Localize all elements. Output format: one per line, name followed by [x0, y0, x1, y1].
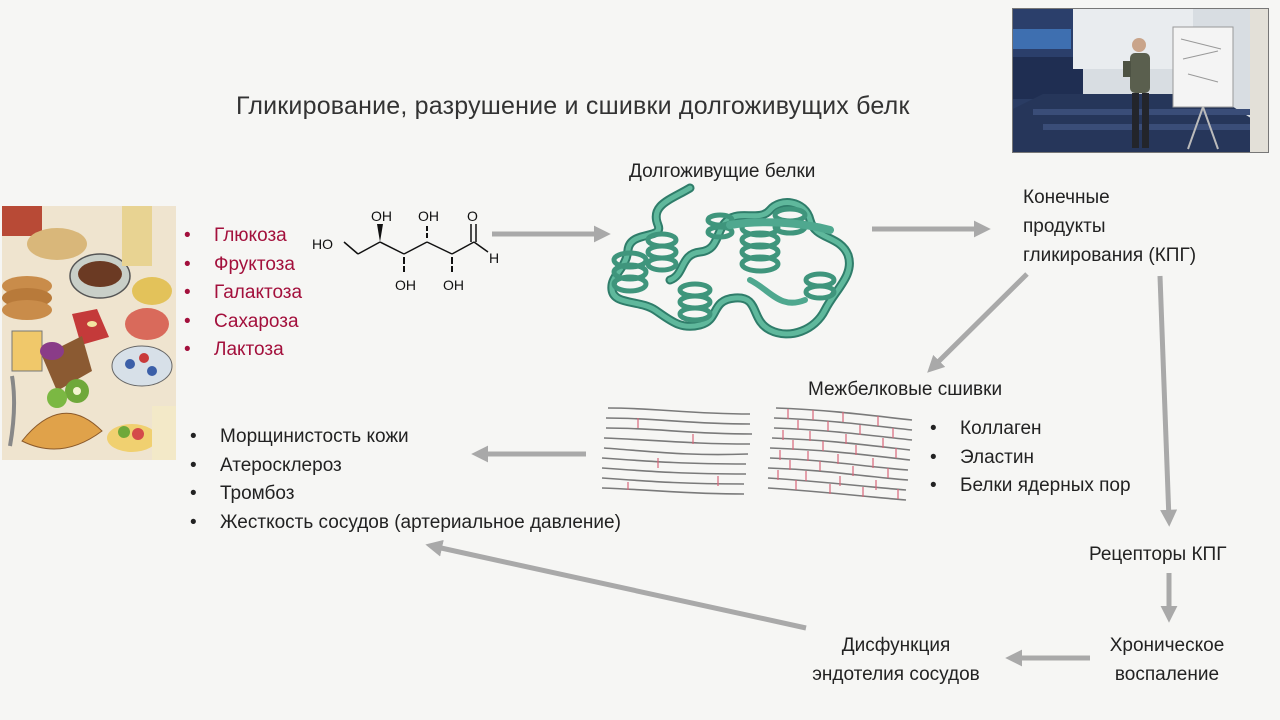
list-item: Жесткость сосудов (артериальное давление… [188, 509, 621, 538]
list-item: Сахароза [182, 308, 302, 337]
list-item: Белки ядерных пор [928, 472, 1131, 501]
speaker-video-overlay[interactable] [1012, 8, 1269, 153]
consequences-list: Морщинистость кожи Атеросклероз Тромбоз … [188, 423, 621, 537]
list-item: Тромбоз [188, 480, 621, 509]
crosslinked-fibers-illustration [601, 407, 913, 501]
list-item: Глюкоза [182, 222, 302, 251]
hydrogen-label: H [489, 250, 499, 266]
list-item: Морщинистость кожи [188, 423, 621, 452]
receptors-label: Рецепторы КПГ [1089, 544, 1227, 565]
list-item: Коллаген [928, 415, 1131, 444]
hydroxyl-label: OH [443, 277, 464, 293]
crosslink-proteins-list: Коллаген Эластин Белки ядерных пор [928, 415, 1131, 501]
proteins-label: Долгоживущие белки [629, 161, 816, 182]
oxygen-label: O [467, 208, 478, 224]
arrow [425, 539, 807, 631]
age-label: Конечные продукты гликирования (КПГ) [1023, 187, 1197, 266]
hydroxyl-label: HO [312, 236, 333, 252]
protein-structure-illustration [607, 183, 854, 339]
list-item: Эластин [928, 444, 1131, 473]
endothelial-dysfunction-label: Дисфункция эндотелия сосудов [812, 635, 980, 685]
arrow [1157, 275, 1178, 527]
glucose-molecule: HO OH OH OH OH O H [312, 208, 499, 293]
food-illustration [2, 206, 176, 460]
slide-title: Гликирование, разрушение и сшивки долгож… [236, 92, 910, 120]
crosslinks-label: Межбелковые сшивки [808, 379, 1003, 400]
hydroxyl-label: OH [395, 277, 416, 293]
hydroxyl-label: OH [371, 208, 392, 224]
sugar-list: Глюкоза Фруктоза Галактоза Сахароза Лакт… [182, 222, 302, 365]
list-item: Галактоза [182, 279, 302, 308]
list-item: Фруктоза [182, 251, 302, 280]
inflammation-label: Хроническое воспаление [1109, 635, 1225, 685]
list-item: Лактоза [182, 336, 302, 365]
list-item: Атеросклероз [188, 452, 621, 481]
hydroxyl-label: OH [418, 208, 439, 224]
arrow [927, 272, 1029, 373]
